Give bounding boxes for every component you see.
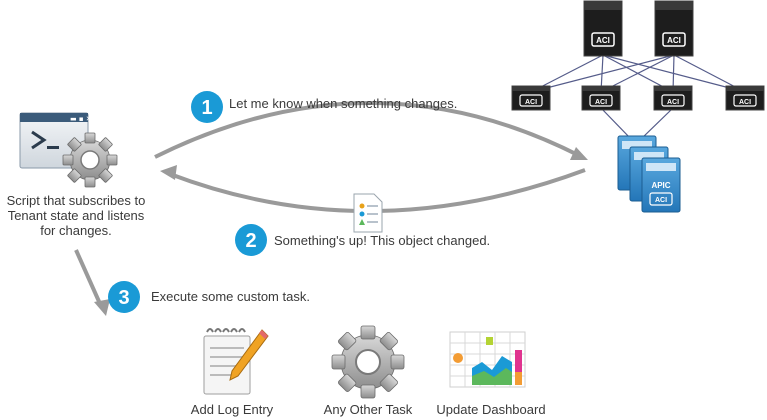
gear-icon xyxy=(331,325,405,399)
task-label-other: Any Other Task xyxy=(323,402,413,417)
step-1-text: Let me know when something changes. xyxy=(229,96,458,111)
svg-text:ACI: ACI xyxy=(596,36,610,45)
script-caption-line: for changes. xyxy=(40,223,112,238)
spine-switch: ACI xyxy=(583,0,623,57)
step-2-badge: 2 xyxy=(235,224,267,256)
step-3-badge: 3 xyxy=(108,281,140,313)
task-label-dashboard: Update Dashboard xyxy=(436,402,546,417)
step-1-badge: 1 xyxy=(191,91,223,123)
svg-text:1: 1 xyxy=(201,97,212,119)
svg-text:ACI: ACI xyxy=(667,99,679,106)
script-caption-line: Tenant state and listens xyxy=(7,208,145,223)
script-gear-icon xyxy=(62,132,118,188)
step-3-text: Execute some custom task. xyxy=(151,289,310,304)
svg-text:APIC: APIC xyxy=(651,181,670,190)
svg-text:ACI: ACI xyxy=(739,99,751,106)
svg-text:ACI: ACI xyxy=(667,36,681,45)
leaf-switch: ACI xyxy=(511,85,551,111)
leaf-switch: ACI xyxy=(653,85,693,111)
log-notepad-icon xyxy=(203,328,269,395)
task-label-log: Add Log Entry xyxy=(190,402,274,417)
request-arrow xyxy=(154,101,588,160)
svg-text:ACI: ACI xyxy=(655,197,667,204)
changed-object-document-icon xyxy=(353,193,383,233)
svg-text:ACI: ACI xyxy=(525,99,537,106)
leaf-switch: ACI xyxy=(725,85,765,111)
svg-text:2: 2 xyxy=(245,230,256,252)
step-2-text: Something's up! This object changed. xyxy=(274,233,491,248)
task-arrow xyxy=(74,249,110,316)
leaf-switch: ACI xyxy=(581,85,621,111)
svg-text:ACI: ACI xyxy=(595,99,607,106)
svg-text:3: 3 xyxy=(118,287,129,309)
dashboard-chart-icon xyxy=(449,331,526,388)
apic-controller-cluster: APIC ACI xyxy=(617,135,681,213)
spine-switch: ACI xyxy=(654,0,694,57)
fabric-links xyxy=(530,54,746,141)
script-caption: Script that subscribes to Tenant state a… xyxy=(0,193,152,238)
script-caption-line: Script that subscribes to xyxy=(6,193,146,208)
svg-text:▬ ▪ ✕: ▬ ▪ ✕ xyxy=(70,115,92,123)
